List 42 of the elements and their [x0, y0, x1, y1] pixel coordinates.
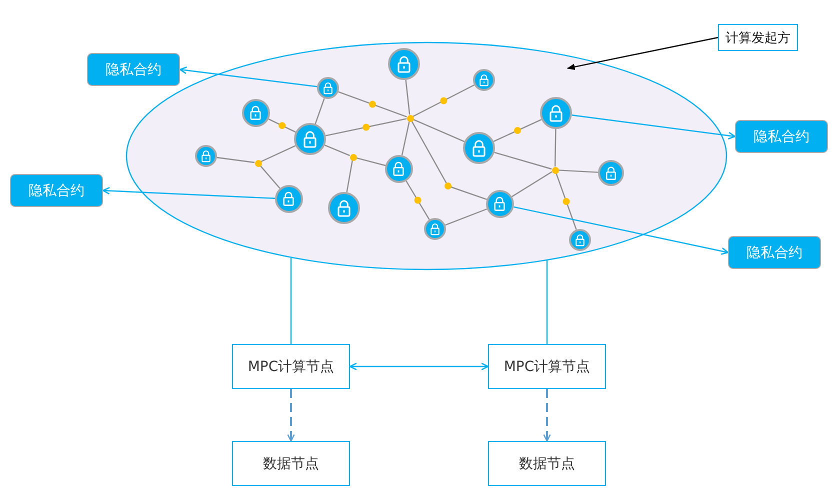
connection-line — [290, 258, 292, 344]
connection-line — [260, 145, 296, 162]
contract-box: 隐私合约 — [735, 120, 828, 153]
initiator-box: 计算发起方 — [718, 24, 798, 51]
arrow — [179, 66, 318, 88]
arrow — [514, 206, 729, 255]
arrow — [572, 114, 736, 140]
arrow — [102, 186, 276, 199]
connection-line — [405, 80, 410, 115]
double-arrow — [349, 362, 489, 370]
contract-box: 隐私合约 — [728, 236, 821, 269]
connection-line — [326, 118, 407, 136]
connection-line — [558, 170, 598, 173]
connection-line — [512, 171, 552, 198]
contract-box: 隐私合约 — [87, 53, 180, 86]
connection-line — [412, 84, 474, 117]
connection-line — [546, 260, 548, 344]
connection-line — [556, 173, 577, 230]
connection-line — [260, 165, 280, 189]
connection-line — [216, 156, 255, 164]
connection-line — [356, 157, 386, 166]
connection-line — [445, 208, 488, 226]
connection-line — [411, 120, 487, 200]
connection-line — [406, 180, 430, 220]
arrow — [287, 389, 295, 442]
connection-line — [554, 128, 556, 167]
arrow — [566, 36, 718, 70]
arrow — [543, 389, 551, 442]
node-box: 数据节点 — [488, 441, 606, 486]
connection-line — [338, 91, 407, 118]
connection-line — [412, 118, 465, 142]
node-box: MPC计算节点 — [232, 344, 350, 389]
connection-line — [268, 118, 296, 133]
connection-line — [401, 121, 410, 156]
contract-box: 隐私合约 — [10, 174, 103, 207]
node-box: 数据节点 — [232, 441, 350, 486]
connection-line — [494, 152, 552, 170]
connection-line — [324, 144, 350, 156]
connection-line — [346, 160, 353, 192]
node-box: MPC计算节点 — [488, 344, 606, 389]
connection-line — [314, 98, 325, 124]
connection-line — [493, 119, 542, 142]
